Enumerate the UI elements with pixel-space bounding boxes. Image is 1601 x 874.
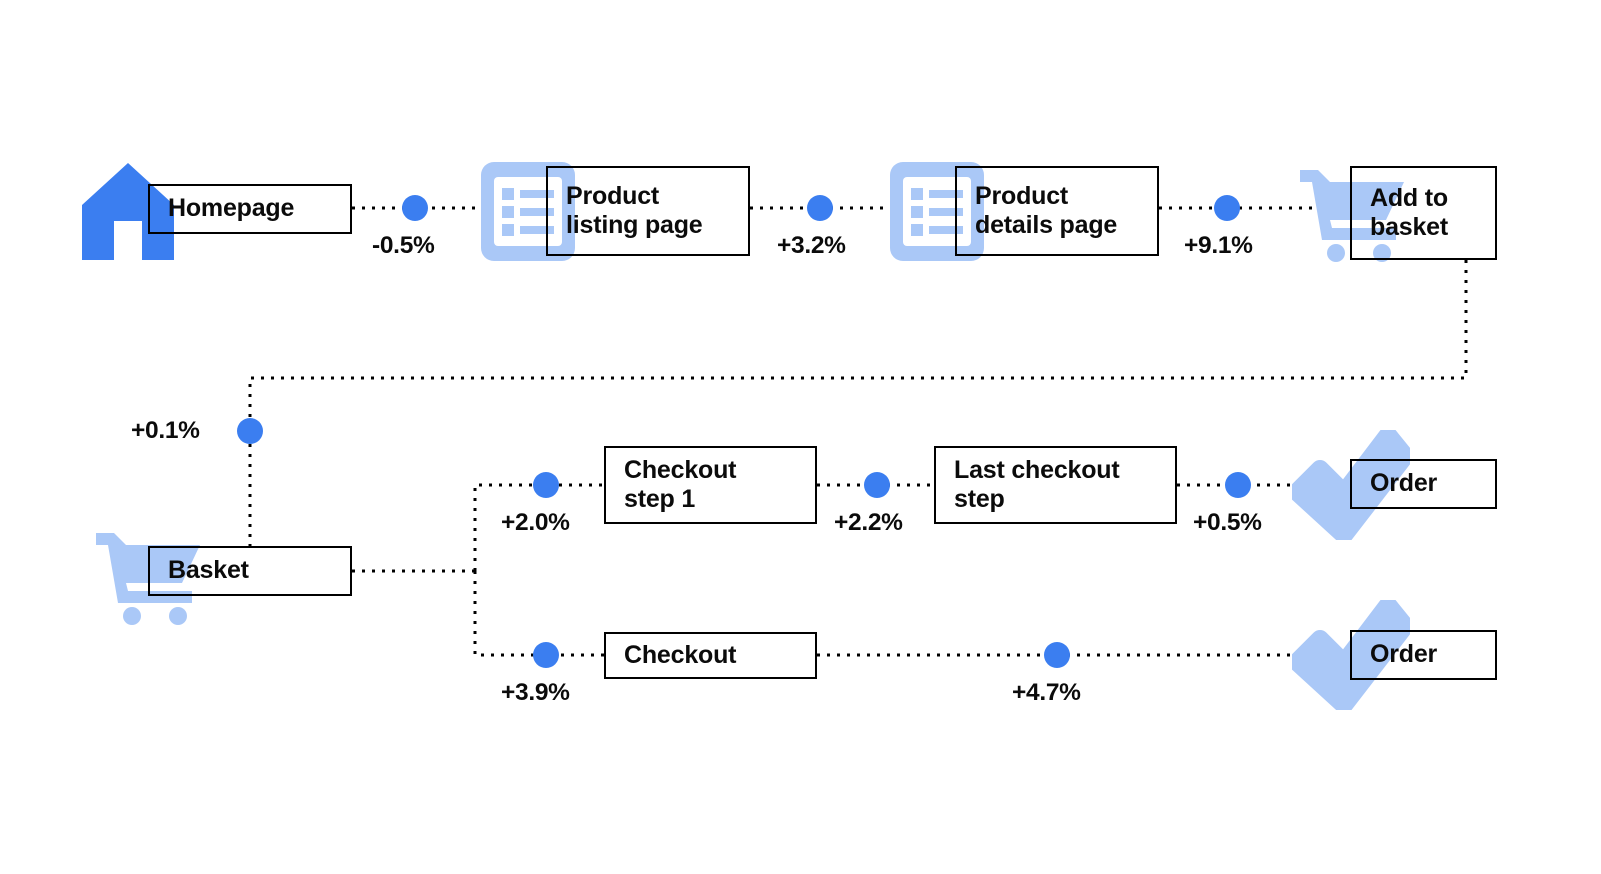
node-homepage[interactable]: Homepage xyxy=(148,184,352,234)
node-basket[interactable]: Basket xyxy=(148,546,352,596)
transition-dot-basket-to-checkout[interactable] xyxy=(533,642,559,668)
node-label: Basket xyxy=(168,556,249,585)
delta-label-basket-to-checkout-step-1: +2.0% xyxy=(501,509,570,536)
delta-label-checkout-to-order: +4.7% xyxy=(1012,679,1081,706)
node-product-listing[interactable]: Product listing page xyxy=(546,166,750,256)
list-page-icon xyxy=(480,161,576,262)
node-add-to-basket[interactable]: Add to basket xyxy=(1350,166,1497,260)
node-label: Last checkout step xyxy=(954,455,1120,514)
list-page-icon xyxy=(889,161,985,262)
house-icon xyxy=(80,161,176,262)
delta-label-last-step-to-order: +0.5% xyxy=(1193,509,1262,536)
node-label: Checkout step 1 xyxy=(624,455,737,514)
delta-label-step-1-to-last-step: +2.2% xyxy=(834,509,903,536)
delta-label-listing-to-details: +3.2% xyxy=(777,232,846,259)
transition-dot-listing-to-details[interactable] xyxy=(807,195,833,221)
node-order-bottom[interactable]: Order xyxy=(1350,630,1497,680)
transition-dot-step-1-to-last-step[interactable] xyxy=(864,472,890,498)
transition-dot-homepage-to-listing[interactable] xyxy=(402,195,428,221)
node-checkout-step-1[interactable]: Checkout step 1 xyxy=(604,446,817,524)
node-order-top[interactable]: Order xyxy=(1350,459,1497,509)
wire-addbasket-to-basket xyxy=(248,260,1468,546)
node-label: Order xyxy=(1370,640,1438,669)
delta-label-homepage-to-listing: -0.5% xyxy=(372,232,435,259)
delta-label-basket-to-checkout: +3.9% xyxy=(501,679,570,706)
transition-dot-details-to-add-to-basket[interactable] xyxy=(1214,195,1240,221)
node-label: Product details page xyxy=(975,181,1118,240)
node-checkout[interactable]: Checkout xyxy=(604,632,817,679)
node-product-details[interactable]: Product details page xyxy=(955,166,1159,256)
node-label: Add to basket xyxy=(1370,183,1449,242)
transition-dot-checkout-to-order[interactable] xyxy=(1044,642,1070,668)
delta-label-add-to-basket-to-basket: +0.1% xyxy=(131,417,200,444)
node-last-checkout[interactable]: Last checkout step xyxy=(934,446,1177,524)
node-label: Homepage xyxy=(168,194,295,223)
transition-dot-last-step-to-order[interactable] xyxy=(1225,472,1251,498)
node-label: Order xyxy=(1370,469,1438,498)
transition-dot-basket-to-checkout-step-1[interactable] xyxy=(533,472,559,498)
node-label: Product listing page xyxy=(566,181,703,240)
node-label: Checkout xyxy=(624,640,737,669)
delta-label-details-to-add-to-basket: +9.1% xyxy=(1184,232,1253,259)
transition-dot-add-to-basket-to-basket[interactable] xyxy=(237,418,263,444)
cart-icon xyxy=(1296,162,1408,262)
